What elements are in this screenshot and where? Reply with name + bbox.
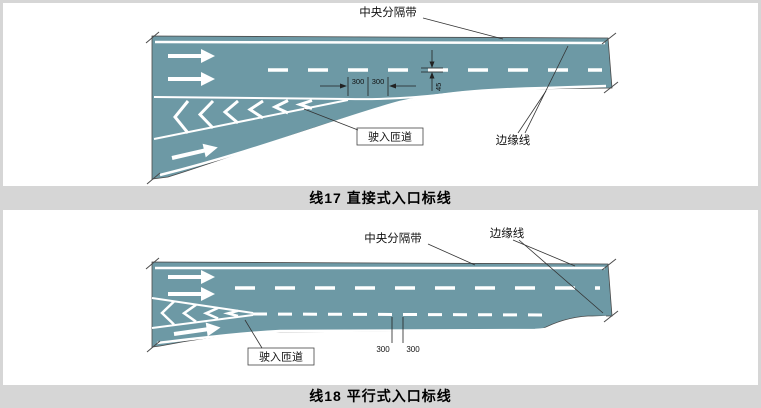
chevron-icon — [160, 300, 175, 326]
dim-gap-value: 300 — [406, 345, 420, 354]
diagram1-caption: 线17 直接式入口标线 — [309, 190, 452, 206]
dim-arrowhead — [429, 72, 435, 79]
direct-entrance-diagram: 300 300 45 中央分隔带 驶入匝道 边缘线 — [145, 6, 619, 185]
dim-arrowhead — [429, 61, 435, 68]
edge-line-label: 边缘线 — [496, 133, 531, 147]
diagram2-caption: 线18 平行式入口标线 — [309, 388, 452, 404]
chevron-icon — [222, 99, 239, 125]
median-leader-line — [422, 17, 504, 40]
gore-top-line — [153, 91, 466, 101]
ramp-label: 驶入匝道 — [368, 130, 412, 144]
dimension-dash-gap — [391, 317, 404, 343]
chevron-icon — [271, 99, 289, 115]
dim-arrowhead — [340, 83, 347, 89]
median-label: 中央分隔带 — [359, 6, 417, 19]
dim-width-value: 45 — [434, 83, 443, 91]
ramp-leader-line — [303, 108, 359, 131]
outer-edge-line — [156, 315, 607, 345]
median-leader-line — [427, 243, 476, 266]
road-surface — [151, 261, 613, 348]
edge-leader-line — [524, 45, 569, 134]
chevron-icon — [202, 306, 219, 320]
gore-chevrons — [160, 300, 239, 326]
dim-dash-value: 300 — [352, 77, 365, 86]
edge-leader-line — [512, 239, 576, 267]
ramp-label: 驶入匝道 — [259, 350, 303, 364]
chevron-icon — [295, 99, 313, 110]
edge-leader-line — [518, 239, 604, 314]
gore-bottom-line — [151, 314, 254, 329]
chevron-icon — [223, 309, 239, 318]
chevron-icon — [247, 99, 264, 120]
dim-arrowhead — [389, 83, 396, 89]
dim-dash-value: 300 — [376, 345, 390, 354]
ramp-leader-line — [244, 319, 263, 349]
edge-leader-line — [517, 90, 547, 134]
gore-chevrons — [173, 99, 313, 134]
chevron-icon — [173, 100, 190, 134]
top-edge-line — [154, 40, 606, 45]
edge-line-label: 边缘线 — [490, 226, 525, 240]
ramp-label-box — [247, 347, 315, 366]
chevron-icon — [197, 99, 215, 130]
parallel-entrance-diagram: 300 300 中央分隔带 边缘线 驶入匝道 — [145, 226, 619, 366]
diagram2-panel: 300 300 中央分隔带 边缘线 驶入匝道 — [3, 210, 758, 385]
diagram1-panel: 300 300 45 中央分隔带 驶入匝道 边缘线 — [3, 3, 758, 186]
break-marks — [145, 257, 619, 353]
median-label: 中央分隔带 — [364, 232, 422, 245]
dimension-dash-gap — [320, 77, 416, 96]
dim-gap-value: 300 — [372, 77, 385, 86]
break-marks — [145, 31, 619, 185]
ramp-label-box — [356, 127, 424, 146]
chevron-icon — [181, 303, 197, 323]
ramp-outer-edge-line — [159, 84, 607, 177]
